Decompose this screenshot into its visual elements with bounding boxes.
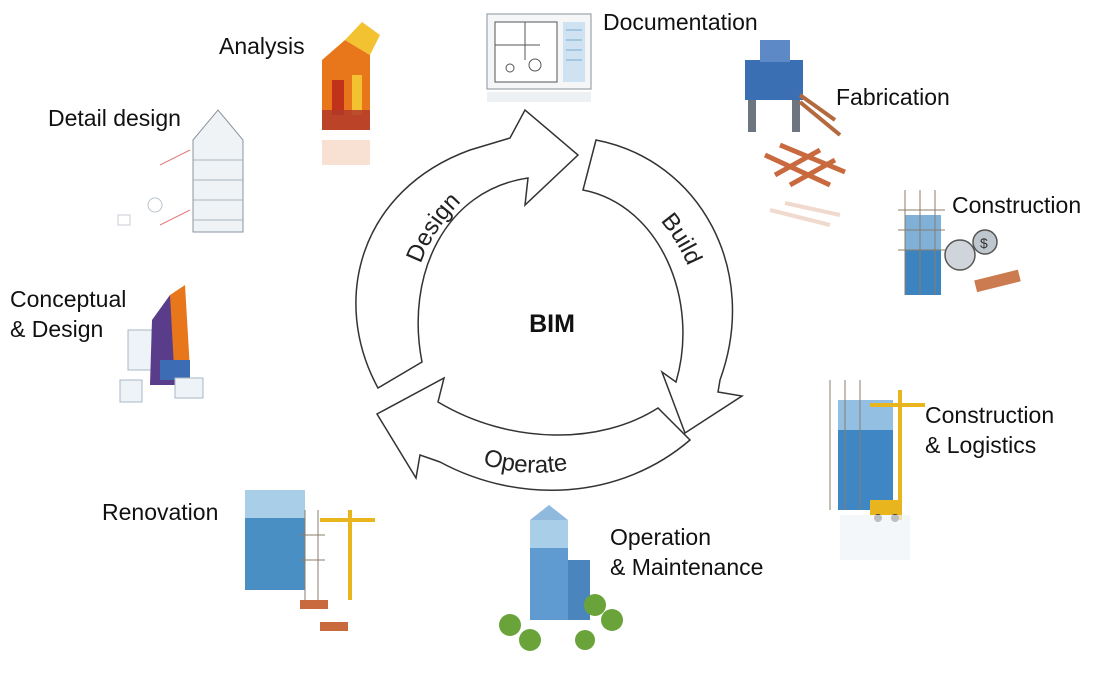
analysis-illustration (322, 22, 380, 165)
conceptual-design-illustration (119, 285, 204, 403)
label-operation-maintenance: Operation & Maintenance (610, 524, 764, 580)
documentation-illustration (486, 13, 592, 102)
operate-arrow (375, 376, 692, 491)
renovation-illustration (245, 490, 375, 631)
construction-illustration: $ (898, 190, 1021, 295)
label-conceptual-design: Conceptual & Design (10, 286, 127, 342)
fabrication-illustration (745, 40, 846, 227)
label-documentation: Documentation (603, 9, 758, 35)
label-detail-design: Detail design (48, 105, 181, 131)
svg-text:$: $ (980, 235, 988, 251)
label-construction-logistics: Construction & Logistics (925, 402, 1055, 458)
label-analysis: Analysis (219, 33, 305, 59)
build-arrow (582, 139, 745, 435)
label-construction: Construction (952, 192, 1082, 218)
cycle-arrows (355, 108, 745, 491)
construction-logistics-illustration (829, 380, 925, 560)
operation-maintenance-illustration (499, 505, 623, 651)
detail-design-illustration (117, 109, 244, 233)
design-arrow (355, 108, 580, 390)
label-fabrication: Fabrication (836, 84, 950, 110)
center-label-bim: BIM (529, 310, 575, 338)
label-renovation: Renovation (102, 499, 219, 525)
